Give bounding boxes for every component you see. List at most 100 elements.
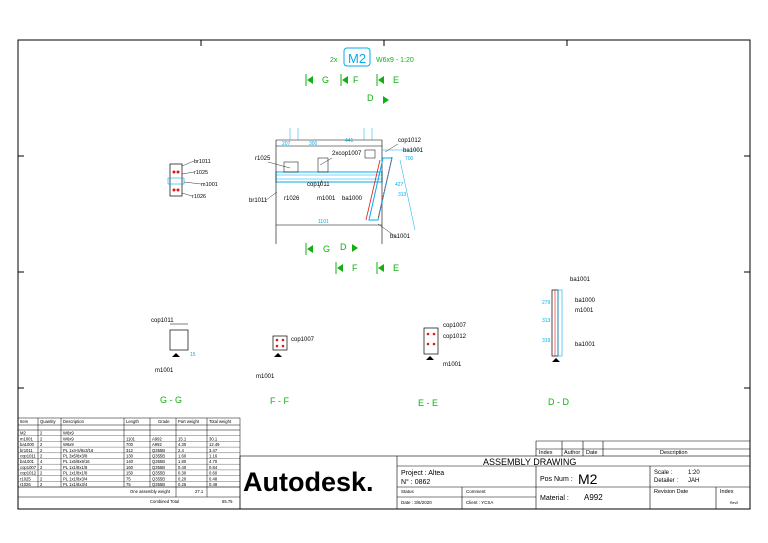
bom-cell: 2.4 — [178, 448, 184, 453]
bom-cell: r1025 — [20, 476, 31, 481]
bom-cell: 700 — [126, 442, 134, 447]
svg-text:700: 700 — [405, 156, 414, 162]
header-section: W6x9 - 1:20 — [376, 57, 414, 64]
section-markers-top: G F E D — [305, 74, 399, 104]
section-view-ee: cop1007 cop1012 m1001 E - E — [418, 323, 467, 408]
svg-text:F: F — [353, 75, 359, 85]
svg-text:ba1000: ba1000 — [575, 298, 596, 304]
bom-cell: 75 — [126, 476, 131, 481]
section-view-ff: cop1007 m1001 F - F — [256, 335, 315, 406]
bom-cell: 160 — [126, 465, 134, 470]
bom-cell: ba1000 — [20, 442, 35, 447]
bom-cell: 130 — [126, 454, 134, 459]
bom-cell: cop1007 — [20, 465, 37, 470]
svg-text:r1025: r1025 — [255, 156, 271, 162]
bom-cell: 2 — [40, 465, 43, 470]
bom-cell: W6x9 — [63, 431, 74, 436]
bom-cell: 140 — [126, 459, 134, 464]
bom-cell: PL 1x1/8x3/4 — [63, 482, 88, 487]
bom-cell: PL 3x5/8x3/8 — [63, 454, 88, 459]
bom-cell: 0.48 — [209, 476, 218, 481]
svg-text:Material :: Material : — [540, 495, 569, 502]
bom-cell: 2 — [40, 442, 43, 447]
bom-cell: cop1012 — [20, 471, 37, 476]
bom-cell: PL 1x5/8x9/16 — [63, 459, 90, 464]
bom-cell: 3.47 — [209, 448, 218, 453]
svg-text:JAH: JAH — [688, 478, 699, 484]
svg-text:m1001: m1001 — [575, 308, 594, 314]
bom-cell: 1.60 — [178, 454, 187, 459]
bom-cell: 1.80 — [178, 459, 187, 464]
bom-cell: 4.70 — [209, 459, 218, 464]
svg-text:Index: Index — [720, 489, 734, 495]
bom-cell: 0.48 — [209, 482, 218, 487]
bom-cell: A992 — [152, 442, 162, 447]
svg-text:G: G — [322, 75, 329, 85]
svg-text:r1025: r1025 — [194, 170, 208, 176]
bom-cell: cop1011 — [20, 454, 36, 459]
bom-cell: PL 1x1/8x1/8 — [63, 465, 88, 470]
bom-cell: Q355B — [152, 465, 165, 470]
title-block: Index Author Date Description Autodesk. … — [239, 440, 751, 510]
svg-text:cop1012: cop1012 — [398, 138, 422, 144]
view-title-dd: D - D — [548, 397, 569, 407]
bom-cell: 0.25 — [178, 482, 187, 487]
svg-text:ba1001: ba1001 — [570, 277, 591, 283]
view-title-ee: E - E — [418, 398, 438, 408]
bom-cell: 0.20 — [178, 476, 187, 481]
border-ticks — [18, 40, 750, 389]
svg-text:cop1012: cop1012 — [443, 334, 467, 340]
bom-cell: 75 — [126, 482, 131, 487]
bom-cell: Q355B — [152, 454, 165, 459]
bom-cell: m1001 — [20, 436, 33, 441]
section-markers-bottom: G D F E — [305, 242, 399, 274]
header-mark: M2 — [348, 51, 366, 66]
svg-text:E: E — [393, 75, 399, 85]
svg-text:cop1011: cop1011 — [151, 318, 174, 324]
svg-text:27.1: 27.1 — [195, 489, 204, 494]
section-view-dd: ba1001 ba1000 m1001 ba1001 279 313 319 D… — [542, 277, 596, 407]
svg-text:Quantity: Quantity — [40, 419, 57, 424]
svg-text:Length: Length — [126, 419, 139, 424]
svg-text:427: 427 — [395, 182, 404, 188]
svg-text:279: 279 — [542, 300, 551, 306]
svg-text:Pos Num :: Pos Num : — [540, 476, 573, 483]
svg-text:r1026: r1026 — [284, 196, 300, 202]
svg-text:ba1001: ba1001 — [575, 342, 596, 348]
svg-text:1:20: 1:20 — [688, 470, 700, 476]
svg-text:m1001: m1001 — [155, 368, 174, 374]
header-qty: 2x — [330, 57, 338, 64]
bom-cell: 0.40 — [178, 465, 187, 470]
svg-text:A992: A992 — [584, 493, 603, 502]
bom-cell: PL 1x4-5/8x3/16 — [63, 448, 94, 453]
svg-text:m1001: m1001 — [201, 182, 218, 188]
bom-cell: 2 — [40, 482, 43, 487]
bom-cell: 2 — [40, 476, 43, 481]
svg-text:313: 313 — [398, 192, 407, 198]
svg-text:Comment: Comment — [466, 489, 486, 494]
svg-text:br1011: br1011 — [194, 159, 211, 165]
svg-text:Rev0: Rev0 — [730, 501, 738, 505]
svg-text:Client : YCSA: Client : YCSA — [466, 500, 493, 505]
svg-text:Author: Author — [564, 450, 580, 456]
bom-cell: 2 — [40, 454, 43, 459]
svg-text:ba1000: ba1000 — [342, 196, 363, 202]
bom-cell: br1011 — [20, 448, 33, 453]
pos-value: M2 — [578, 471, 598, 487]
view-title-gg: G - G — [160, 395, 182, 405]
svg-text:One assembly weight: One assembly weight — [130, 489, 171, 494]
bom-cell: Q355B — [152, 482, 165, 487]
svg-text:cop1011: cop1011 — [307, 182, 330, 188]
bom-cell: 30.1 — [209, 436, 218, 441]
svg-text:1101: 1101 — [318, 219, 329, 225]
svg-text:Date : 3/6/2020: Date : 3/6/2020 — [401, 500, 432, 505]
bom-cell: 312 — [126, 448, 134, 453]
svg-text:300: 300 — [309, 141, 318, 147]
svg-text:br1011: br1011 — [249, 198, 268, 204]
bom-cell: ba1001 — [20, 459, 35, 464]
svg-text:Part weight: Part weight — [178, 419, 200, 424]
svg-text:207: 207 — [282, 141, 291, 147]
section-view-gg: cop1011 m1001 15 G - G — [151, 318, 196, 405]
